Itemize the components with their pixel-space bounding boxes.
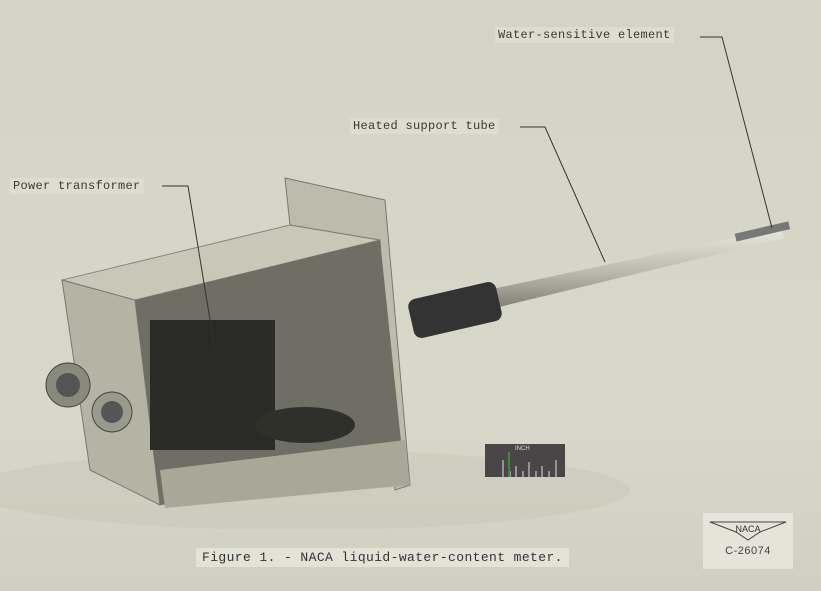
leader-heated-tube: [520, 126, 606, 263]
label-power-transformer: Power transformer: [10, 178, 144, 194]
svg-text:NACA: NACA: [735, 524, 760, 534]
tube-wrap: [408, 281, 502, 339]
leader-water-element: [700, 36, 773, 229]
label-heated-support-tube: Heated support tube: [350, 118, 499, 134]
figure-caption: Figure 1. - NACA liquid-water-content me…: [196, 548, 569, 567]
label-water-sensitive-element: Water-sensitive element: [495, 27, 674, 43]
leader-power-transformer: [162, 185, 216, 351]
scale-unit: INCH: [515, 446, 530, 452]
photo-number: C-26074: [725, 545, 771, 557]
toroid: [255, 407, 355, 443]
naca-logo: NACA: [709, 521, 787, 541]
transformer-coil: [150, 320, 275, 450]
water-sensitive-element: [734, 221, 791, 242]
heated-support-tube: [440, 228, 785, 320]
scale-ticks: [502, 452, 557, 477]
inch-scale: INCH: [485, 444, 565, 477]
naca-stamp: NACA C-26074: [703, 513, 793, 569]
